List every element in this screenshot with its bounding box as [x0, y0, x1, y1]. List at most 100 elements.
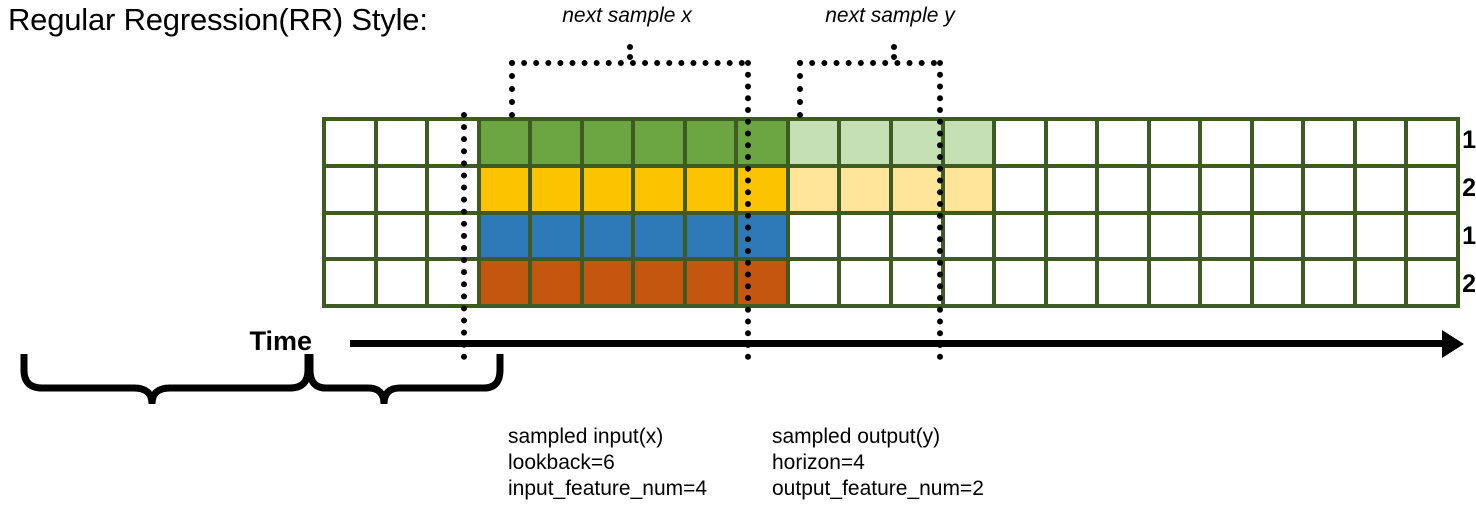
- grid-cell: [841, 121, 890, 164]
- grid-cell: [429, 167, 477, 211]
- grid-cell: [480, 261, 529, 304]
- grid-cell: [1150, 261, 1199, 304]
- grid-cell: [635, 167, 683, 211]
- next-sample-x-label: next sample x: [562, 4, 692, 27]
- grid-cell: [1047, 261, 1096, 304]
- grid-cell: [326, 121, 374, 164]
- grid-row-extra-feature-1: [326, 214, 1457, 258]
- grid-cell: [1408, 214, 1457, 258]
- grid-cell: [1253, 261, 1302, 304]
- grid-cell: [1305, 121, 1353, 164]
- grid-cell: [841, 261, 890, 304]
- grid-cell: [1305, 167, 1353, 211]
- grid-cell: [686, 261, 735, 304]
- grid-cell: [686, 121, 735, 164]
- grid-cell: [1356, 121, 1405, 164]
- guide-line-output-end: [937, 60, 943, 360]
- grid-cell: [532, 214, 580, 258]
- grid-cell: [1202, 121, 1250, 164]
- grid-cell: [532, 121, 580, 164]
- grid-cell: [326, 214, 374, 258]
- grid-cell: [583, 261, 632, 304]
- sampled-output-line-2: horizon=4: [772, 451, 865, 474]
- grid-cell: [944, 261, 993, 304]
- grid-cell: [1047, 167, 1096, 211]
- grid-cell: [893, 167, 941, 211]
- grid-cell: [841, 167, 890, 211]
- grid-cell: [1099, 214, 1147, 258]
- sampled-output-caption: sampled output(y) horizon=4 output_featu…: [772, 424, 984, 502]
- grid-cell: [480, 214, 529, 258]
- grid-cell: [1150, 214, 1199, 258]
- sampled-input-caption: sampled input(x) lookback=6 input_featur…: [508, 424, 707, 502]
- page-title: Regular Regression(RR) Style:: [8, 2, 428, 37]
- grid-cell: [686, 167, 735, 211]
- grid-cell: [480, 121, 529, 164]
- grid-cell: [635, 121, 683, 164]
- grid-cell: [1253, 214, 1302, 258]
- grid-cell: [996, 121, 1044, 164]
- grid-cell: [480, 167, 529, 211]
- grid-cell: [789, 167, 838, 211]
- grid-cell: [944, 121, 993, 164]
- grid-cell: [1305, 261, 1353, 304]
- grid-cell: [429, 261, 477, 304]
- grid-cell: [377, 214, 426, 258]
- grid-cell: [583, 214, 632, 258]
- grid-cell: [1253, 167, 1302, 211]
- sampled-input-line-3: input_feature_num=4: [508, 477, 708, 500]
- grid-cell: [377, 121, 426, 164]
- grid-cell: [1356, 167, 1405, 211]
- grid-row-target-2: [326, 167, 1457, 211]
- next-sample-y-label: next sample y: [825, 4, 955, 27]
- grid-cell: [1202, 261, 1250, 304]
- grid-cell: [377, 167, 426, 211]
- grid-cell: [893, 261, 941, 304]
- bottom-brace-group: [20, 354, 504, 405]
- sampled-input-line-2: lookback=6: [508, 451, 615, 474]
- grid-cell: [583, 167, 632, 211]
- grid-cell: [893, 121, 941, 164]
- timeseries-grid: [322, 117, 1460, 308]
- grid-cell: [635, 214, 683, 258]
- grid-cell: [1047, 214, 1096, 258]
- grid-cell: [944, 214, 993, 258]
- grid-cell: [1150, 121, 1199, 164]
- grid-cell: [996, 167, 1044, 211]
- guide-line-input-end: [745, 60, 751, 360]
- sampled-output-line-3: output_feature_num=2: [772, 477, 984, 500]
- grid-cell: [841, 214, 890, 258]
- bottom-brace-input: [20, 354, 312, 405]
- grid-cell: [532, 167, 580, 211]
- grid-cell: [429, 214, 477, 258]
- grid-cell: [532, 261, 580, 304]
- grid-row-extra-feature-2: [326, 261, 1457, 304]
- grid-cell: [1408, 167, 1457, 211]
- grid-cell: [326, 261, 374, 304]
- grid-cell: [1047, 121, 1096, 164]
- grid-cell: [1305, 214, 1353, 258]
- time-axis-label: Time: [249, 326, 312, 356]
- grid-cell: [429, 121, 477, 164]
- grid-cell: [996, 261, 1044, 304]
- grid-cell: [1356, 261, 1405, 304]
- sampled-output-line-1: sampled output(y): [772, 425, 941, 448]
- grid-cell: [789, 214, 838, 258]
- grid-cell: [1253, 121, 1302, 164]
- grid-cell: [326, 167, 374, 211]
- grid-cell: [893, 214, 941, 258]
- grid-cell: [1202, 214, 1250, 258]
- grid-cell: [686, 214, 735, 258]
- time-arrow-icon: [1442, 330, 1464, 358]
- grid-cell: [944, 167, 993, 211]
- grid-cell: [789, 261, 838, 304]
- grid-cell: [1408, 261, 1457, 304]
- grid-cell: [789, 121, 838, 164]
- grid-cell: [1099, 261, 1147, 304]
- grid-cell: [583, 121, 632, 164]
- sampled-input-line-1: sampled input(x): [508, 425, 664, 448]
- grid-cell: [1202, 167, 1250, 211]
- grid-cell: [1099, 121, 1147, 164]
- grid-cell: [1150, 167, 1199, 211]
